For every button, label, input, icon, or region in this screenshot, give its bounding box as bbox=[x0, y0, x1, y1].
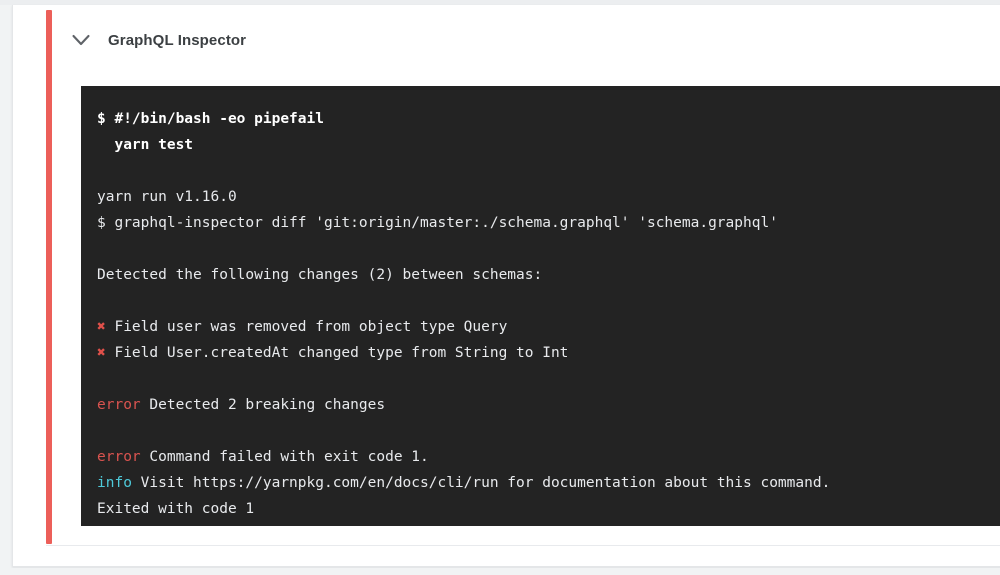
terminal-line: yarn test bbox=[97, 132, 1000, 158]
terminal-line-label: info bbox=[97, 475, 132, 491]
terminal-line-text: yarn test bbox=[97, 137, 194, 153]
terminal-line-label: ✖ bbox=[97, 319, 106, 335]
terminal-line-text: Command failed with exit code 1. bbox=[140, 449, 429, 465]
terminal-line bbox=[97, 418, 1000, 444]
terminal-line-text: yarn run v1.16.0 bbox=[97, 189, 237, 205]
terminal-line: info Visit https://yarnpkg.com/en/docs/c… bbox=[97, 470, 1000, 496]
job-footer-divider bbox=[46, 545, 1000, 546]
terminal-line-text: Detected the following changes (2) betwe… bbox=[97, 267, 543, 283]
terminal-line-label: ✖ bbox=[97, 345, 106, 361]
terminal-line: Detected the following changes (2) betwe… bbox=[97, 262, 1000, 288]
terminal-line-text: Visit https://yarnpkg.com/en/docs/cli/ru… bbox=[131, 475, 831, 491]
terminal-line bbox=[97, 288, 1000, 314]
terminal-line bbox=[97, 158, 1000, 184]
terminal-line-text: Detected 2 breaking changes bbox=[140, 397, 386, 413]
terminal-line: Exited with code 1 bbox=[97, 496, 1000, 522]
terminal-line: error Command failed with exit code 1. bbox=[97, 444, 1000, 470]
terminal-line: yarn run v1.16.0 bbox=[97, 184, 1000, 210]
terminal-line bbox=[97, 236, 1000, 262]
terminal-line: error Detected 2 breaking changes bbox=[97, 392, 1000, 418]
job-header-toggle[interactable]: GraphQL Inspector bbox=[68, 23, 246, 57]
terminal-line: ✖ Field user was removed from object typ… bbox=[97, 314, 1000, 340]
chevron-down-icon[interactable] bbox=[68, 27, 94, 53]
terminal-line-label: error bbox=[97, 449, 141, 465]
job-title: GraphQL Inspector bbox=[108, 31, 247, 49]
top-strip bbox=[0, 0, 1000, 5]
terminal-line-text: Exited with code 1 bbox=[97, 501, 255, 517]
terminal-line: $ #!/bin/bash -eo pipefail bbox=[97, 106, 1000, 132]
job-footer-area bbox=[46, 546, 1000, 566]
terminal-line bbox=[97, 366, 1000, 392]
terminal-line-text: $ #!/bin/bash -eo pipefail bbox=[97, 111, 324, 127]
page-bottom-gutter bbox=[0, 568, 1000, 575]
terminal-line-text: $ graphql-inspector diff 'git:origin/mas… bbox=[97, 215, 778, 231]
terminal-line-label: error bbox=[97, 397, 141, 413]
job-card: GraphQL Inspector $ #!/bin/bash -eo pipe… bbox=[12, 5, 1000, 567]
terminal-lines: $ #!/bin/bash -eo pipefail yarn test yar… bbox=[97, 106, 1000, 522]
terminal-line: $ graphql-inspector diff 'git:origin/mas… bbox=[97, 210, 1000, 236]
terminal-line: ✖ Field User.createdAt changed type from… bbox=[97, 340, 1000, 366]
terminal-line-text: Field user was removed from object type … bbox=[105, 319, 508, 335]
job-status-bar bbox=[46, 10, 52, 544]
terminal-output[interactable]: $ #!/bin/bash -eo pipefail yarn test yar… bbox=[81, 86, 1000, 526]
terminal-line-text: Field User.createdAt changed type from S… bbox=[105, 345, 569, 361]
